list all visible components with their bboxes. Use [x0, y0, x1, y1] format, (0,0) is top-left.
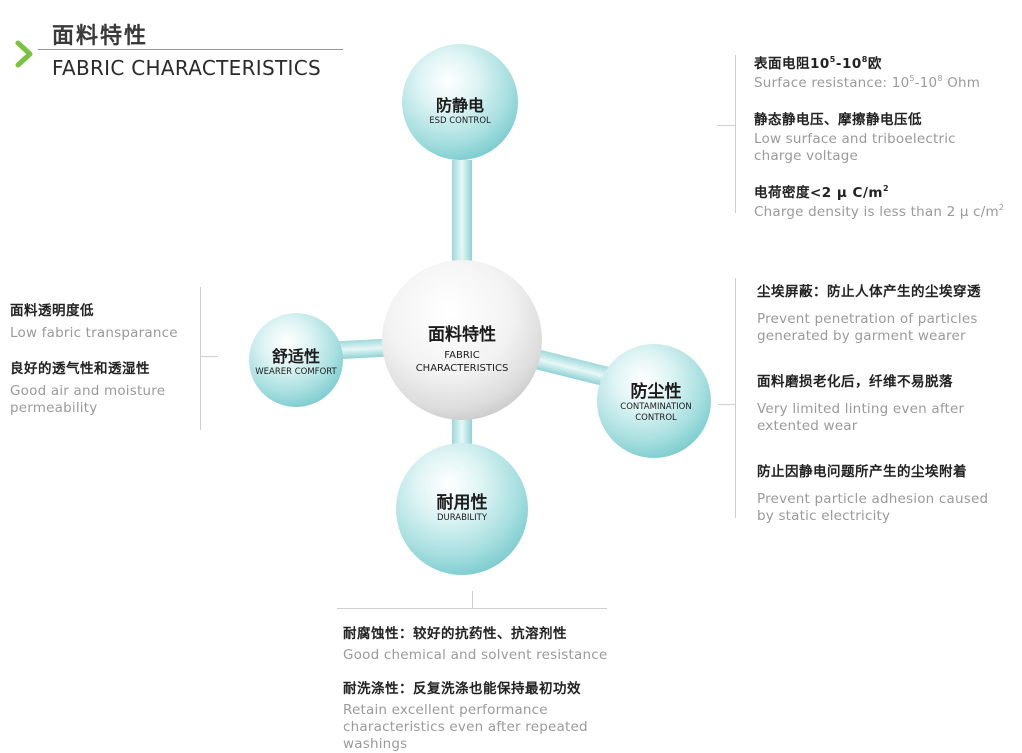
sphere-comfort-en: WEARER COMFORT [255, 367, 337, 377]
durability-item2-cn: 耐洗涤性：反复洗涤也能保持最初功效 [343, 681, 581, 697]
sphere-durability-en: DURABILITY [436, 513, 488, 523]
sphere-contamination-cn: 防尘性 [630, 382, 682, 402]
comfort-item2-cn: 良好的透气性和透湿性 [10, 361, 150, 377]
sphere-contamination-label: 防尘性 CONTAMINATION CONTROL [596, 377, 716, 424]
contamination-item2-en: Very limited linting even after extented… [757, 401, 965, 434]
durability-bracket-tick [472, 591, 473, 608]
durability-description: 耐腐蚀性：较好的抗药性、抗溶剂性 Good chemical and solve… [343, 622, 633, 753]
sphere-contamination-en1: CONTAMINATION [620, 402, 692, 412]
contamination-item2-cn: 面料磨损老化后，纤维不易脱落 [757, 374, 953, 390]
esd-description: 表面电阻105-108欧 Surface resistance: 105-108… [754, 52, 1014, 221]
comfort-item1-en: Low fabric transparance [10, 325, 178, 341]
sphere-contamination [597, 344, 711, 458]
comfort-bracket-line [200, 287, 201, 430]
sphere-center-en2: CHARACTERISTICS [415, 363, 509, 374]
sphere-center [382, 260, 542, 420]
page-title-en: FABRIC CHARACTERISTICS [52, 56, 321, 80]
comfort-item2-en: Good air and moisture permeability [10, 383, 166, 416]
durability-bracket-line [337, 608, 607, 609]
contamination-bracket-line [735, 278, 736, 518]
sphere-durability-label: 耐用性 DURABILITY [402, 488, 522, 524]
esd-item2-cn: 静态静电压、摩擦静电压低 [754, 112, 922, 128]
comfort-description: 面料透明度低 Low fabric transparance 良好的透气性和透湿… [10, 299, 195, 417]
sphere-center-cn: 面料特性 [428, 325, 496, 345]
comfort-bracket-tick [200, 356, 218, 357]
durability-item2-en: Retain excellent performance characteris… [343, 702, 588, 752]
contamination-item1-en: Prevent penetration of particles generat… [757, 311, 978, 344]
durability-item1-en: Good chemical and solvent resistance [343, 647, 608, 663]
page-title-cn: 面料特性 [52, 24, 149, 49]
contamination-description: 尘埃屏蔽：防止人体产生的尘埃穿透 Prevent penetration of … [757, 280, 1019, 525]
title-divider [38, 49, 343, 50]
sphere-comfort-cn: 舒适性 [271, 347, 320, 366]
durability-item1-cn: 耐腐蚀性：较好的抗药性、抗溶剂性 [343, 626, 567, 642]
sphere-durability [396, 443, 528, 575]
contamination-item3-en: Prevent particle adhesion caused by stat… [757, 491, 989, 524]
contamination-item3-cn: 防止因静电问题所产生的尘埃附着 [757, 464, 967, 480]
sphere-center-label: 面料特性 FABRIC CHARACTERISTICS [392, 320, 532, 375]
sphere-comfort [249, 313, 343, 407]
sphere-center-en1: FABRIC [444, 350, 480, 361]
comfort-item1-cn: 面料透明度低 [10, 303, 94, 319]
esd-item3-en: Charge density is less than 2 μ c/m2 [754, 203, 1005, 221]
esd-item1-en: Surface resistance: 105-108 Ohm [754, 74, 981, 92]
sphere-esd [402, 44, 518, 160]
esd-bracket-line [735, 55, 736, 213]
contamination-bracket-tick [718, 404, 735, 405]
esd-item1-cn: 表面电阻105-108欧 [754, 55, 882, 73]
sphere-esd-label: 防静电 ESD CONTROL [400, 92, 520, 127]
sphere-durability-cn: 耐用性 [436, 493, 488, 513]
esd-bracket-tick [717, 125, 735, 126]
sphere-esd-cn: 防静电 [435, 96, 484, 115]
esd-item2-en: Low surface and triboelectric charge vol… [754, 131, 956, 164]
chevron-right-icon [15, 40, 33, 68]
esd-item3-cn: 电荷密度<2 μ C/m2 [754, 184, 890, 202]
contamination-item1-cn: 尘埃屏蔽：防止人体产生的尘埃穿透 [757, 284, 981, 300]
connector-rod-esd [452, 160, 472, 280]
sphere-contamination-en2: CONTROL [635, 413, 677, 423]
sphere-comfort-label: 舒适性 WEARER COMFORT [236, 343, 356, 378]
connector-rod-contamination [528, 348, 617, 389]
sphere-esd-en: ESD CONTROL [429, 116, 491, 126]
